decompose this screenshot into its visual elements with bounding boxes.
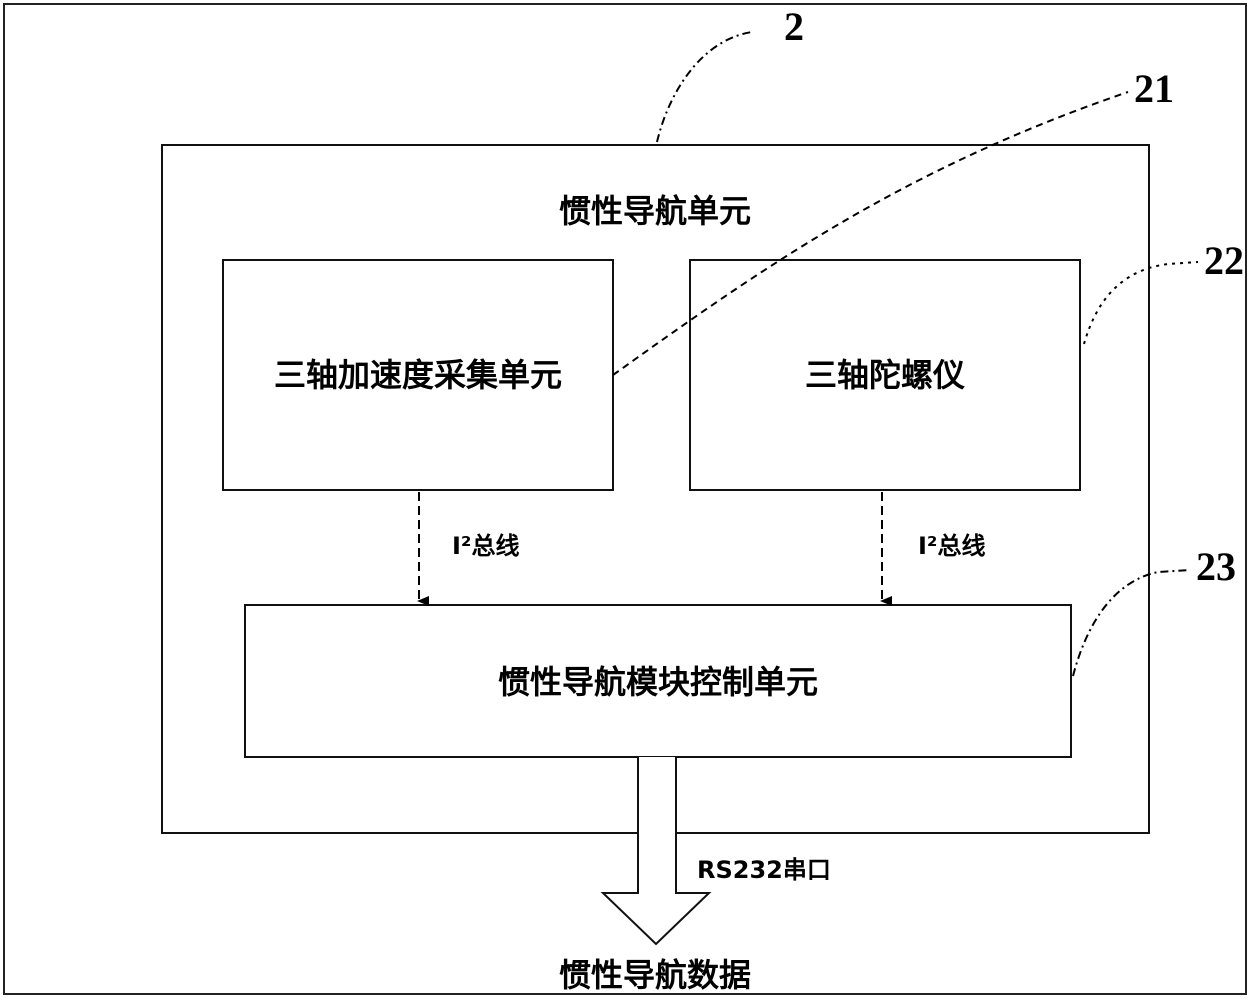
leader-line-23 [1072,569,1191,677]
accelerometer-label: 三轴加速度采集单元 [274,356,562,394]
gyroscope-label: 三轴陀螺仪 [805,356,965,394]
gyroscope-box [689,259,1081,491]
ref-number-22: 22 [1204,238,1244,283]
inertial-unit-title: 惯性导航单元 [559,192,751,230]
ref-number-2: 2 [784,4,804,49]
bus-label-right: I²总线 [918,532,985,560]
ref-number-21: 21 [1134,66,1174,111]
control-unit-label: 惯性导航模块控制单元 [498,663,818,701]
leader-line-21 [612,91,1129,376]
outer-frame [3,3,1247,995]
serial-port-label: RS232串口 [697,856,831,884]
ref-number-23: 23 [1196,544,1236,589]
leader-line-22 [1083,261,1199,345]
bus-label-left: I²总线 [452,532,519,560]
output-data-label: 惯性导航数据 [559,956,751,994]
leader-line-2 [656,31,753,143]
serial-output-arrow [600,757,712,946]
